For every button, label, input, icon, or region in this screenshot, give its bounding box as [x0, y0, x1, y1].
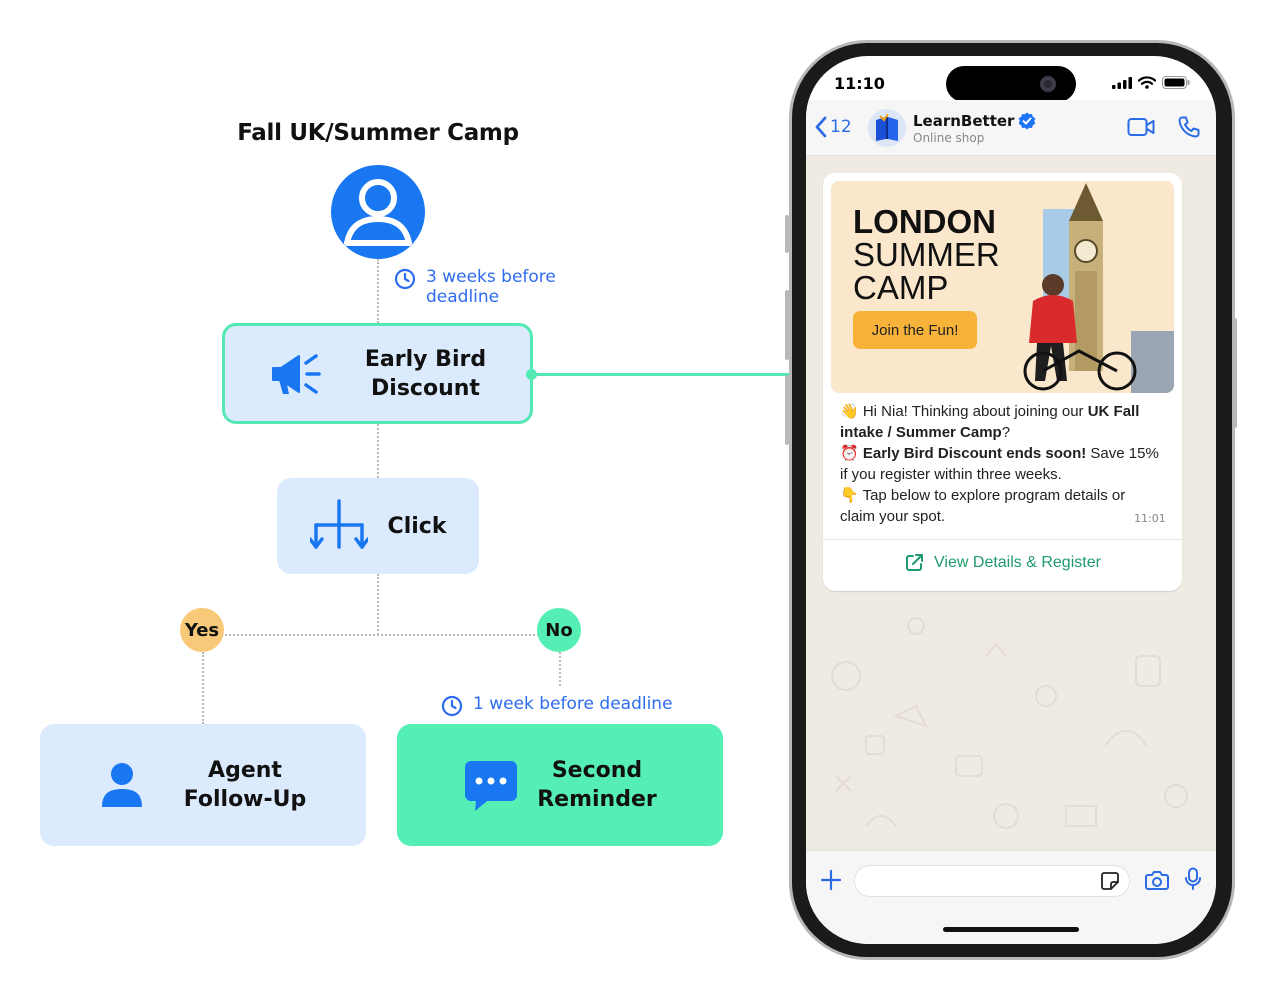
contact-subtitle: Online shop: [913, 131, 985, 145]
doodle-pattern: [831, 617, 1188, 829]
connector-line: [377, 259, 379, 323]
message-bubble: LONDON SUMMER CAMP Join the Fun! 👋 Hi Ni…: [823, 173, 1182, 591]
join-the-fun-button[interactable]: Join the Fun!: [853, 311, 977, 349]
branch-line: [202, 634, 559, 636]
signal-icon: [1112, 76, 1132, 89]
dynamic-island: [946, 66, 1076, 102]
message-composer: [806, 850, 1216, 944]
unread-count: 12: [830, 117, 852, 137]
message-input[interactable]: [854, 865, 1130, 897]
clock-icon: [394, 268, 416, 290]
connector-line: [377, 574, 379, 635]
external-link-icon: [906, 554, 924, 571]
sticker-icon[interactable]: [1100, 871, 1120, 891]
yes-branch-badge: Yes: [180, 608, 224, 652]
megaphone-icon: [271, 353, 321, 394]
connector-line: [377, 424, 379, 478]
home-indicator: [943, 927, 1079, 932]
chevron-left-icon: [815, 116, 827, 138]
plus-icon[interactable]: [820, 869, 842, 891]
phone-side-button: [785, 215, 789, 253]
status-time: 11:10: [834, 74, 885, 93]
click-node[interactable]: Click: [277, 478, 479, 574]
status-icons: [1112, 76, 1190, 89]
phone-call-icon[interactable]: [1178, 116, 1200, 138]
phone-side-button: [1233, 318, 1237, 428]
connector-dot: [526, 369, 537, 380]
verified-badge-icon: [1019, 112, 1036, 130]
message-text: 👋 Hi Nia! Thinking about joining our UK …: [840, 403, 1159, 525]
contact-avatar[interactable]: [868, 109, 906, 147]
phone-side-button: [785, 290, 789, 360]
camera-icon[interactable]: [1145, 869, 1169, 891]
message-timestamp: 11:01: [1134, 512, 1166, 525]
phone-side-button: [785, 375, 789, 445]
user-avatar-icon: [331, 165, 425, 259]
split-arrows-icon: [309, 499, 368, 549]
microphone-icon[interactable]: [1184, 867, 1202, 891]
contact-name[interactable]: LearnBetter: [913, 112, 1036, 130]
timing-label-1-week: 1 week before deadline: [441, 694, 673, 717]
video-call-icon[interactable]: [1127, 116, 1155, 138]
big-ben-photo: [1023, 183, 1174, 393]
connector-line: [559, 652, 561, 686]
chat-bubble-icon: [465, 761, 518, 811]
chat-header: 12 LearnBetter Online shop: [806, 100, 1216, 156]
wifi-icon: [1138, 76, 1156, 89]
clock-icon: [441, 695, 463, 717]
divider: [823, 539, 1182, 540]
promo-headline: LONDON SUMMER CAMP: [853, 203, 1000, 306]
connector-line: [202, 652, 204, 724]
phone-screen: 11:10 12 LearnBetter Online shop: [806, 56, 1216, 944]
camera-lens: [1040, 76, 1056, 92]
battery-icon: [1162, 76, 1190, 89]
back-button[interactable]: 12: [814, 116, 852, 138]
connector-to-phone: [531, 373, 824, 376]
flow-title: Fall UK/Summer Camp: [237, 120, 519, 146]
book-logo-icon: [876, 114, 898, 141]
view-details-register-button[interactable]: View Details & Register: [823, 553, 1182, 573]
chat-background: LONDON SUMMER CAMP Join the Fun! 👋 Hi Ni…: [806, 156, 1216, 850]
promo-image[interactable]: LONDON SUMMER CAMP Join the Fun!: [831, 181, 1174, 393]
no-branch-badge: No: [537, 608, 581, 652]
person-icon: [101, 763, 142, 807]
